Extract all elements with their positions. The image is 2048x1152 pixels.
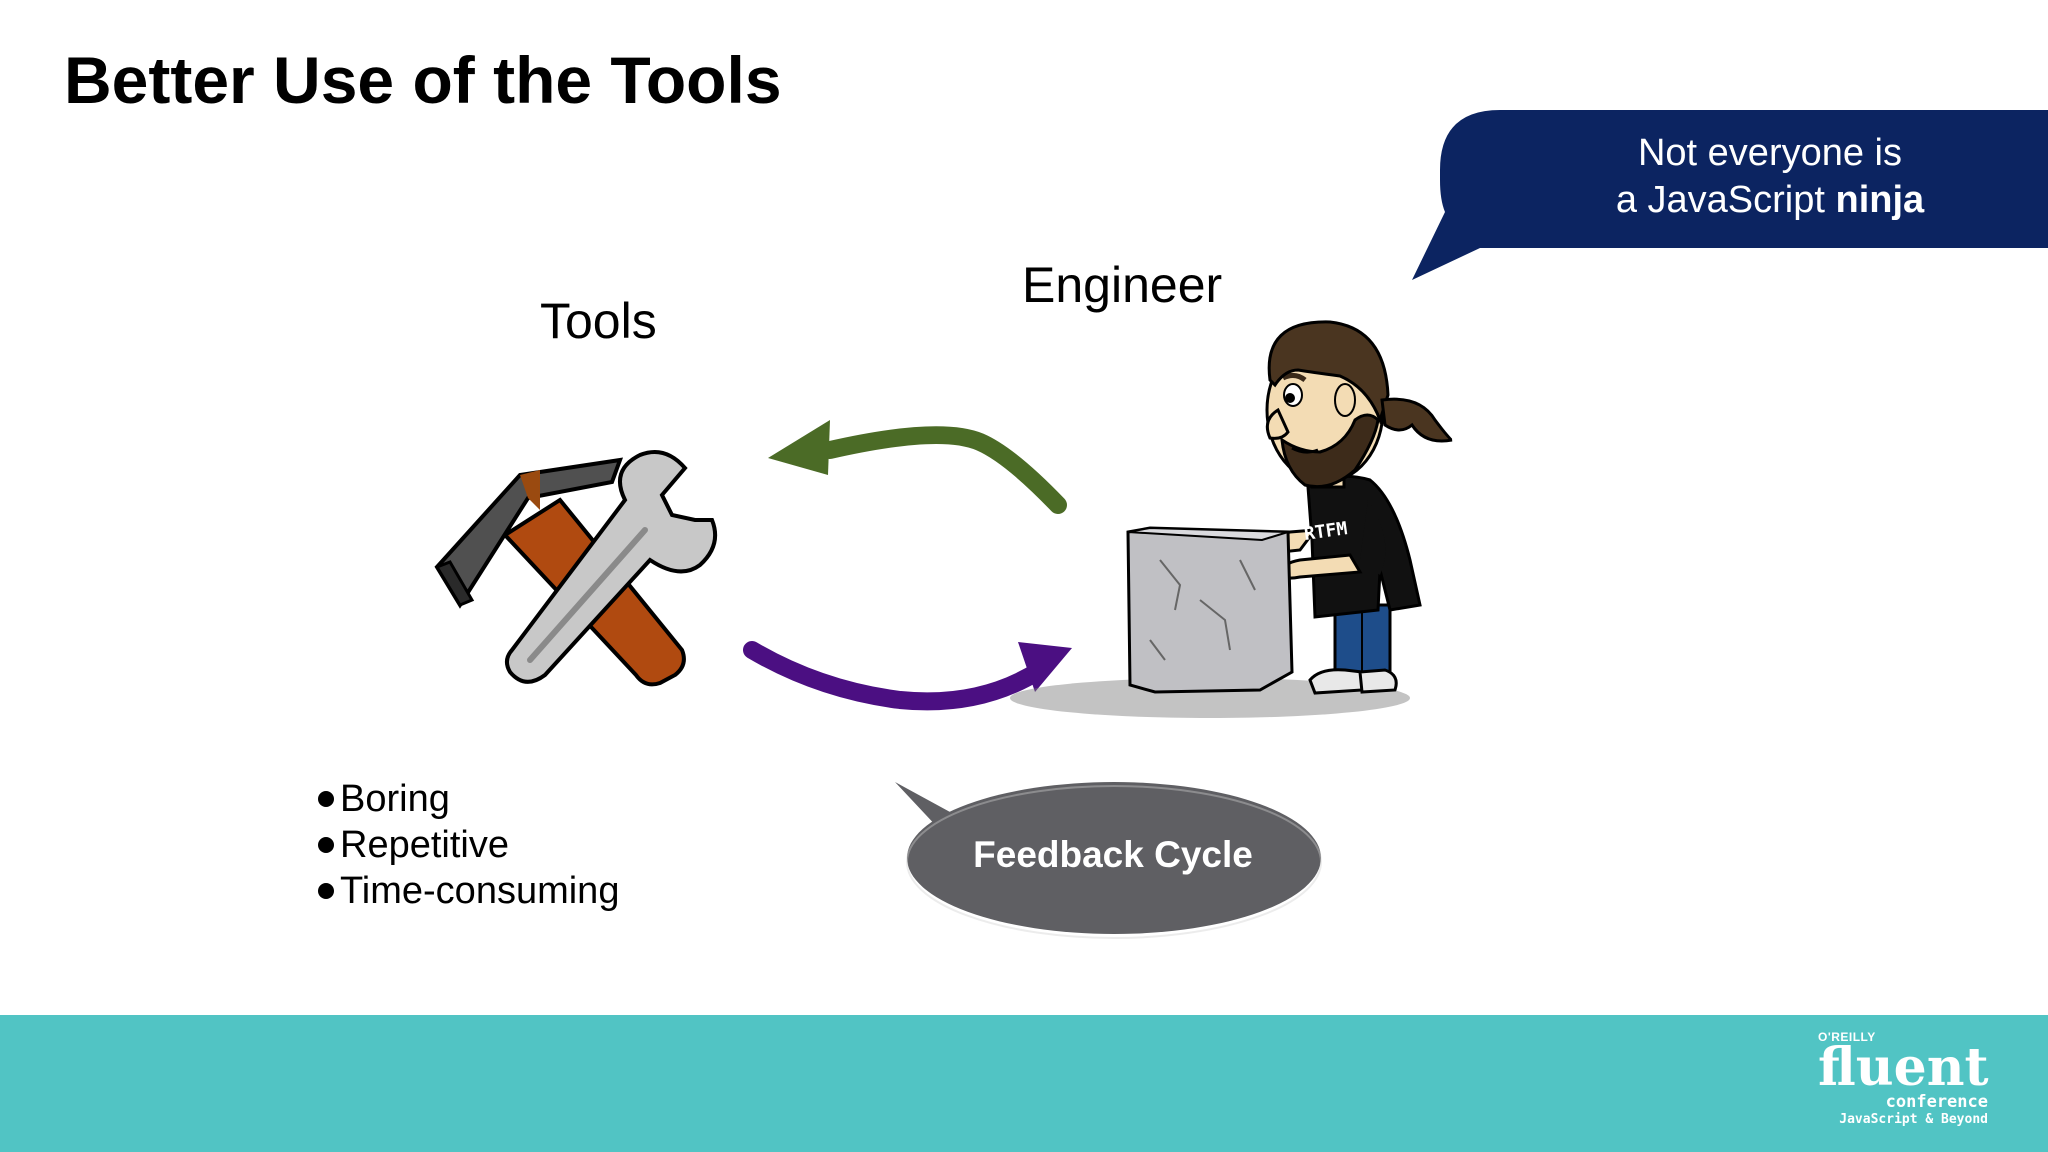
callout-text: Not everyone is a JavaScript ninja	[1560, 130, 1980, 224]
slide-title: Better Use of the Tools	[64, 43, 782, 117]
callout-line-2: a JavaScript ninja	[1615, 179, 1925, 221]
feedback-cycle-label: Feedback Cycle	[973, 834, 1253, 875]
list-item: Time-consuming	[318, 868, 619, 914]
logo-publisher: O'REILLY	[1818, 1030, 1876, 1044]
bullet-list: Boring Repetitive Time-consuming	[318, 776, 619, 914]
footer-bar	[0, 1015, 2048, 1152]
speech-bubble-callout	[1412, 110, 2048, 280]
feedback-bubble	[895, 782, 1322, 939]
callout-line-1: Not everyone is	[1637, 132, 1902, 174]
bullet-icon	[318, 791, 334, 807]
list-item: Repetitive	[318, 822, 619, 868]
callout-emphasis: ninja	[1835, 179, 1925, 221]
engineer-label: Engineer	[1022, 257, 1223, 313]
bullet-icon	[318, 837, 334, 853]
logo-name: fluent	[1818, 1037, 1989, 1098]
list-item: Boring	[318, 776, 619, 822]
fluent-conference-logo: O'REILLY fluent conference JavaScript & …	[1818, 1030, 1998, 1127]
tools-label: Tools	[540, 293, 657, 349]
logo-tagline: JavaScript & Beyond	[1839, 1112, 1988, 1127]
arrow-to-tools	[768, 420, 1067, 514]
hammer-wrench-icon	[434, 450, 717, 687]
engineer-illustration: RTFM	[1010, 320, 1453, 718]
arrow-to-engineer	[743, 641, 1072, 711]
bullet-icon	[318, 883, 334, 899]
logo-subtitle: conference	[1885, 1092, 1988, 1112]
